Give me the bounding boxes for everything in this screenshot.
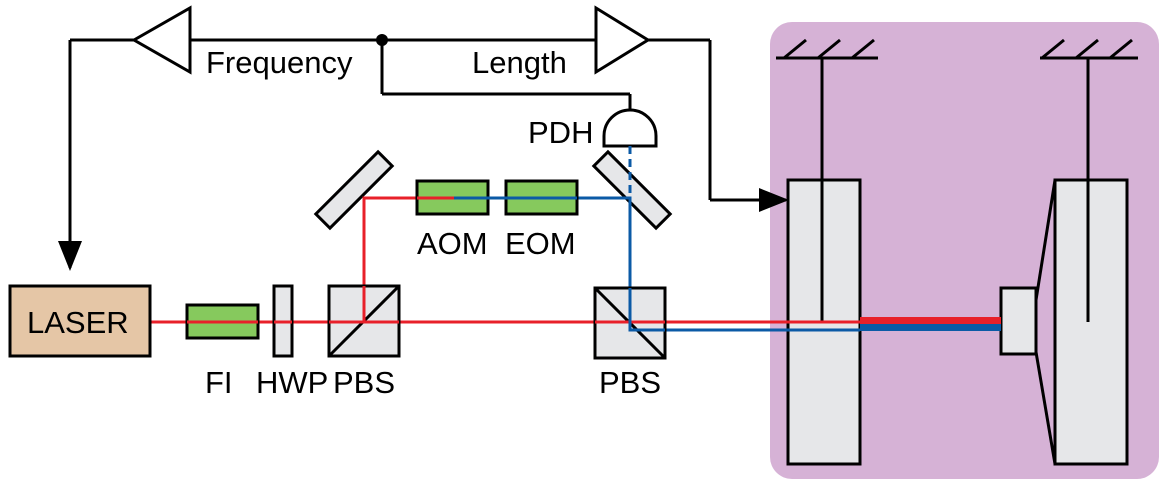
- piezo-element: [999, 286, 1038, 356]
- length-label: Length: [472, 45, 567, 80]
- eom-label: EOM: [505, 226, 576, 261]
- cavity-beam-blue: [860, 324, 1001, 331]
- end-mirror: [1053, 178, 1129, 466]
- feedback-wiring: [58, 34, 789, 271]
- pbs-right: [593, 286, 667, 360]
- pbs-right-label: PBS: [599, 365, 661, 400]
- laser-label: LASER: [27, 305, 129, 340]
- fi-label: FI: [205, 365, 233, 400]
- cavity-beam-red: [860, 317, 1001, 324]
- steering-mirror-left: [313, 149, 395, 231]
- pdh-photodetector: [602, 108, 658, 148]
- steering-mirror-right: [591, 149, 673, 231]
- piezo-flare-bottom: [1034, 351, 1057, 465]
- length-amplifier: [594, 5, 651, 75]
- pbs-left-label: PBS: [333, 365, 395, 400]
- piezo-flare-top: [1034, 179, 1057, 301]
- pbs-left: [327, 284, 401, 358]
- hwp-label: HWP: [256, 365, 328, 400]
- junction-node: [376, 34, 388, 46]
- laser-box: [8, 284, 152, 358]
- frequency-amplifier: [130, 5, 192, 75]
- frequency-label: Frequency: [206, 45, 353, 80]
- aom-label: AOM: [417, 226, 488, 261]
- pdh-label: PDH: [528, 115, 593, 150]
